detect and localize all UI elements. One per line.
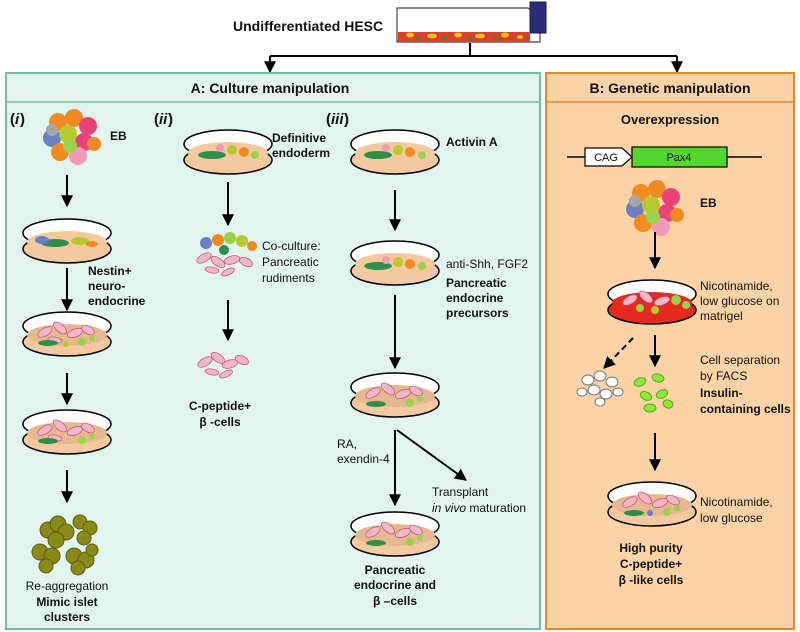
numeral-iii-open: ( — [326, 111, 331, 128]
nestin-line2: neuro- — [88, 279, 125, 293]
cpep-line2: β -cells — [199, 415, 241, 429]
panel-a-title: A: Culture manipulation — [191, 80, 350, 96]
numeral-i-open: ( — [10, 111, 15, 128]
sep-line1: Cell separation — [700, 353, 780, 367]
dish-iii-1 — [350, 129, 440, 175]
dish-i-3 — [22, 409, 112, 455]
dish-b-2 — [607, 481, 697, 527]
dish-iii-2 — [350, 240, 440, 286]
numeral-i-close: ) — [20, 111, 25, 128]
eb-cluster-i — [43, 109, 101, 165]
hp-line2: C-peptide+ — [620, 557, 682, 571]
hp-line3: β -like cells — [619, 573, 684, 587]
numeral-ii-open: ( — [154, 111, 159, 128]
panel-a-box — [5, 72, 541, 630]
final-line2: endocrine and — [354, 578, 436, 592]
prec-line3: precursors — [446, 306, 509, 320]
top-connector — [264, 43, 683, 74]
antishh-label: anti-Shh, FGF2 — [446, 257, 528, 271]
nico-line2: low glucose on — [700, 294, 779, 308]
dish-iii-4 — [350, 511, 440, 557]
eb-cluster-b — [626, 180, 684, 236]
invivo-label: in vivo maturation — [432, 501, 526, 515]
cocult-line3: rudiments — [262, 271, 315, 285]
pax4-label: Pax4 — [666, 152, 691, 164]
ins-line2: containing cells — [700, 402, 791, 416]
cocult-line2: Pancreatic — [262, 255, 319, 269]
numeral-ii-close: ) — [168, 111, 173, 128]
mimic-line1: Mimic islet — [36, 595, 97, 609]
nico-line3: matrigel — [700, 309, 743, 323]
insulin-cells — [633, 373, 674, 413]
dish-b-1 — [607, 279, 697, 325]
nestin-line3: endocrine — [88, 294, 146, 308]
numeral-iii: iii — [331, 111, 344, 128]
gene-construct — [567, 146, 762, 168]
prec-line2: endocrine — [446, 291, 504, 305]
final-line1: Pancreatic — [365, 563, 426, 577]
nico2-line2: low glucose — [700, 511, 763, 525]
exendin-label: exendin-4 — [337, 452, 390, 466]
islet-clusters — [31, 514, 99, 576]
hesc-label: Undifferentiated HESC — [233, 18, 383, 34]
ins-line1: Insulin- — [700, 386, 743, 400]
mimic-line2: clusters — [44, 610, 90, 624]
cpep-line1: C-peptide+ — [189, 399, 251, 413]
nico-line1: Nicotinamide, — [700, 279, 773, 293]
numeral-i: i — [15, 111, 20, 128]
overexpression-label: Overexpression — [621, 112, 719, 127]
eb-label-i: EB — [110, 129, 127, 143]
numeral-ii: ii — [159, 111, 168, 128]
beta-cells-ii — [197, 352, 249, 379]
dish-ii-1 — [183, 129, 273, 175]
reagg-label: Re-aggregation — [26, 579, 109, 593]
numeral-iii-close: ) — [344, 111, 349, 128]
dish-i-2 — [22, 311, 112, 357]
hesc-flask — [396, 1, 547, 43]
dish-i-1 — [22, 218, 112, 264]
prec-line1: Pancreatic — [446, 276, 507, 290]
nico2-line1: Nicotinamide, — [700, 495, 773, 509]
coculture-cells — [196, 232, 257, 277]
sep-line2: by FACS — [700, 369, 747, 383]
panel-b-title: B: Genetic manipulation — [589, 80, 750, 96]
final-line3: β –cells — [373, 594, 417, 608]
hp-line1: High purity — [619, 541, 683, 555]
dish-iii-3 — [350, 372, 440, 418]
cag-label: CAG — [594, 152, 618, 164]
transplant-label: Transplant — [432, 485, 489, 499]
nestin-line1: Nestin+ — [88, 264, 132, 278]
def-line2: endoderm — [272, 146, 330, 160]
eb-label-b: EB — [700, 196, 717, 210]
negative-cells — [576, 370, 624, 407]
activin-label: Activin A — [446, 135, 498, 149]
cocult-line1: Co-culture: — [262, 239, 321, 253]
def-line1: Definitive — [272, 131, 326, 145]
ra-label: RA, — [337, 437, 357, 451]
